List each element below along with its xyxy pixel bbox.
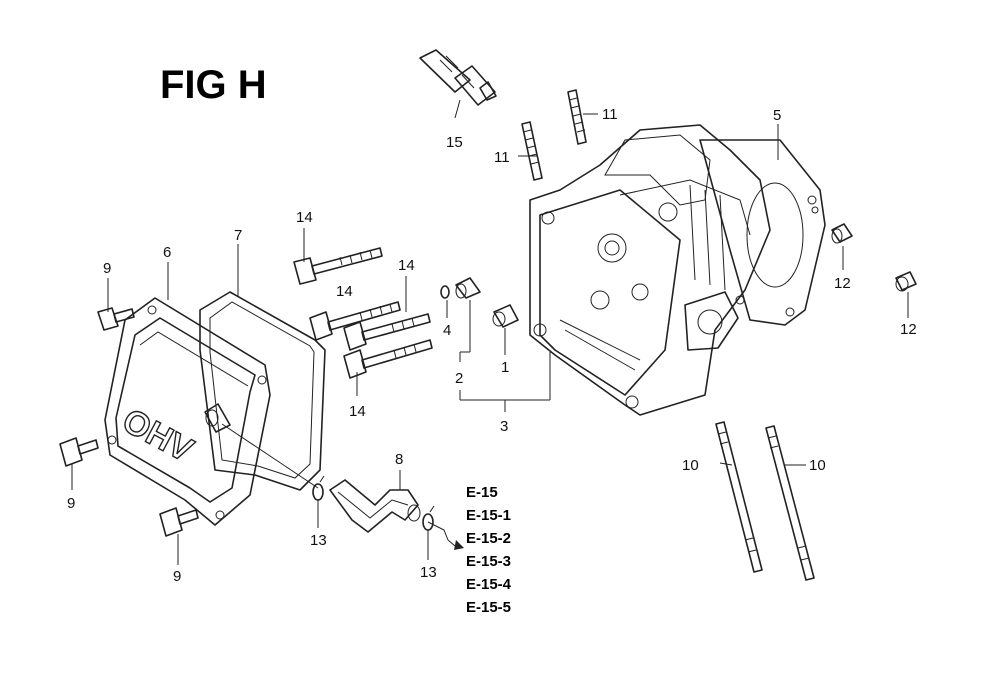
stud-long-left bbox=[715, 421, 763, 573]
callout-12-right: 12 bbox=[834, 275, 851, 292]
reference-item: E-15-4 bbox=[466, 576, 512, 593]
cover-stamp: OHV bbox=[116, 402, 199, 470]
collar bbox=[492, 304, 519, 328]
callout-1: 1 bbox=[501, 359, 509, 376]
callout-4: 4 bbox=[443, 322, 451, 339]
callout-11-lower: 11 bbox=[494, 149, 510, 166]
callout-9-left: 9 bbox=[67, 495, 75, 512]
callout-10-right: 10 bbox=[809, 457, 826, 474]
stud-bolt-lower bbox=[521, 121, 543, 181]
callout-3: 3 bbox=[500, 418, 508, 435]
reference-item: E-15 bbox=[466, 484, 498, 501]
figure-title: FIG H bbox=[160, 63, 267, 107]
reference-item: E-15-2 bbox=[466, 530, 511, 547]
callout-2: 2 bbox=[455, 370, 463, 387]
callout-5: 5 bbox=[773, 107, 781, 124]
callout-12-far-right: 12 bbox=[900, 321, 917, 338]
callout-14-top: 14 bbox=[296, 209, 313, 226]
valve-guide bbox=[455, 277, 481, 299]
flange-bolt-top bbox=[293, 247, 383, 285]
callout-14-lower: 14 bbox=[349, 403, 366, 420]
flange-bolt-middle bbox=[343, 313, 431, 351]
flange-bolt-lower bbox=[343, 339, 433, 379]
cover-gasket bbox=[199, 291, 326, 491]
callout-13-right: 13 bbox=[420, 564, 437, 581]
stud-long-right bbox=[765, 425, 815, 581]
dowel-pin-far-right bbox=[895, 271, 917, 292]
valve-guide-clip bbox=[440, 285, 450, 299]
callout-15: 15 bbox=[446, 134, 463, 151]
breather-tube bbox=[329, 479, 421, 533]
hose-clip-right bbox=[422, 505, 435, 531]
spark-plug bbox=[419, 49, 497, 106]
reference-item: E-15-5 bbox=[466, 599, 511, 616]
cylinder-head bbox=[529, 124, 771, 416]
callout-10-left: 10 bbox=[682, 457, 699, 474]
reference-item: E-15-1 bbox=[466, 507, 511, 524]
callout-13-left: 13 bbox=[310, 532, 327, 549]
stud-bolt-upper bbox=[567, 89, 587, 145]
callout-14-upper-right: 14 bbox=[398, 257, 415, 274]
head-cover: OHV bbox=[104, 297, 271, 526]
callout-6: 6 bbox=[163, 244, 171, 261]
hose-clip-left bbox=[312, 475, 325, 501]
cover-bolt-top bbox=[97, 307, 135, 331]
callout-8: 8 bbox=[395, 451, 403, 468]
callout-labels: 15 11 11 5 12 12 1 4 2 3 10 10 14 14 14 … bbox=[67, 106, 917, 585]
callout-7: 7 bbox=[234, 227, 242, 244]
callout-9-top: 9 bbox=[103, 260, 111, 277]
cover-bolt-bottom bbox=[159, 507, 199, 537]
cross-reference-list: E-15 E-15-1 E-15-2 E-15-3 E-15-4 E-15-5 bbox=[466, 484, 512, 616]
cover-bolt-left bbox=[59, 437, 99, 467]
head-gasket bbox=[699, 139, 826, 326]
reference-item: E-15-3 bbox=[466, 553, 511, 570]
dowel-pin-right bbox=[831, 223, 853, 244]
flange-bolt-upper bbox=[309, 301, 401, 341]
leader-lines bbox=[71, 99, 909, 565]
callout-9-bottom: 9 bbox=[173, 568, 181, 585]
callout-11-upper: 11 bbox=[602, 106, 618, 123]
callout-14-upper: 14 bbox=[336, 283, 353, 300]
